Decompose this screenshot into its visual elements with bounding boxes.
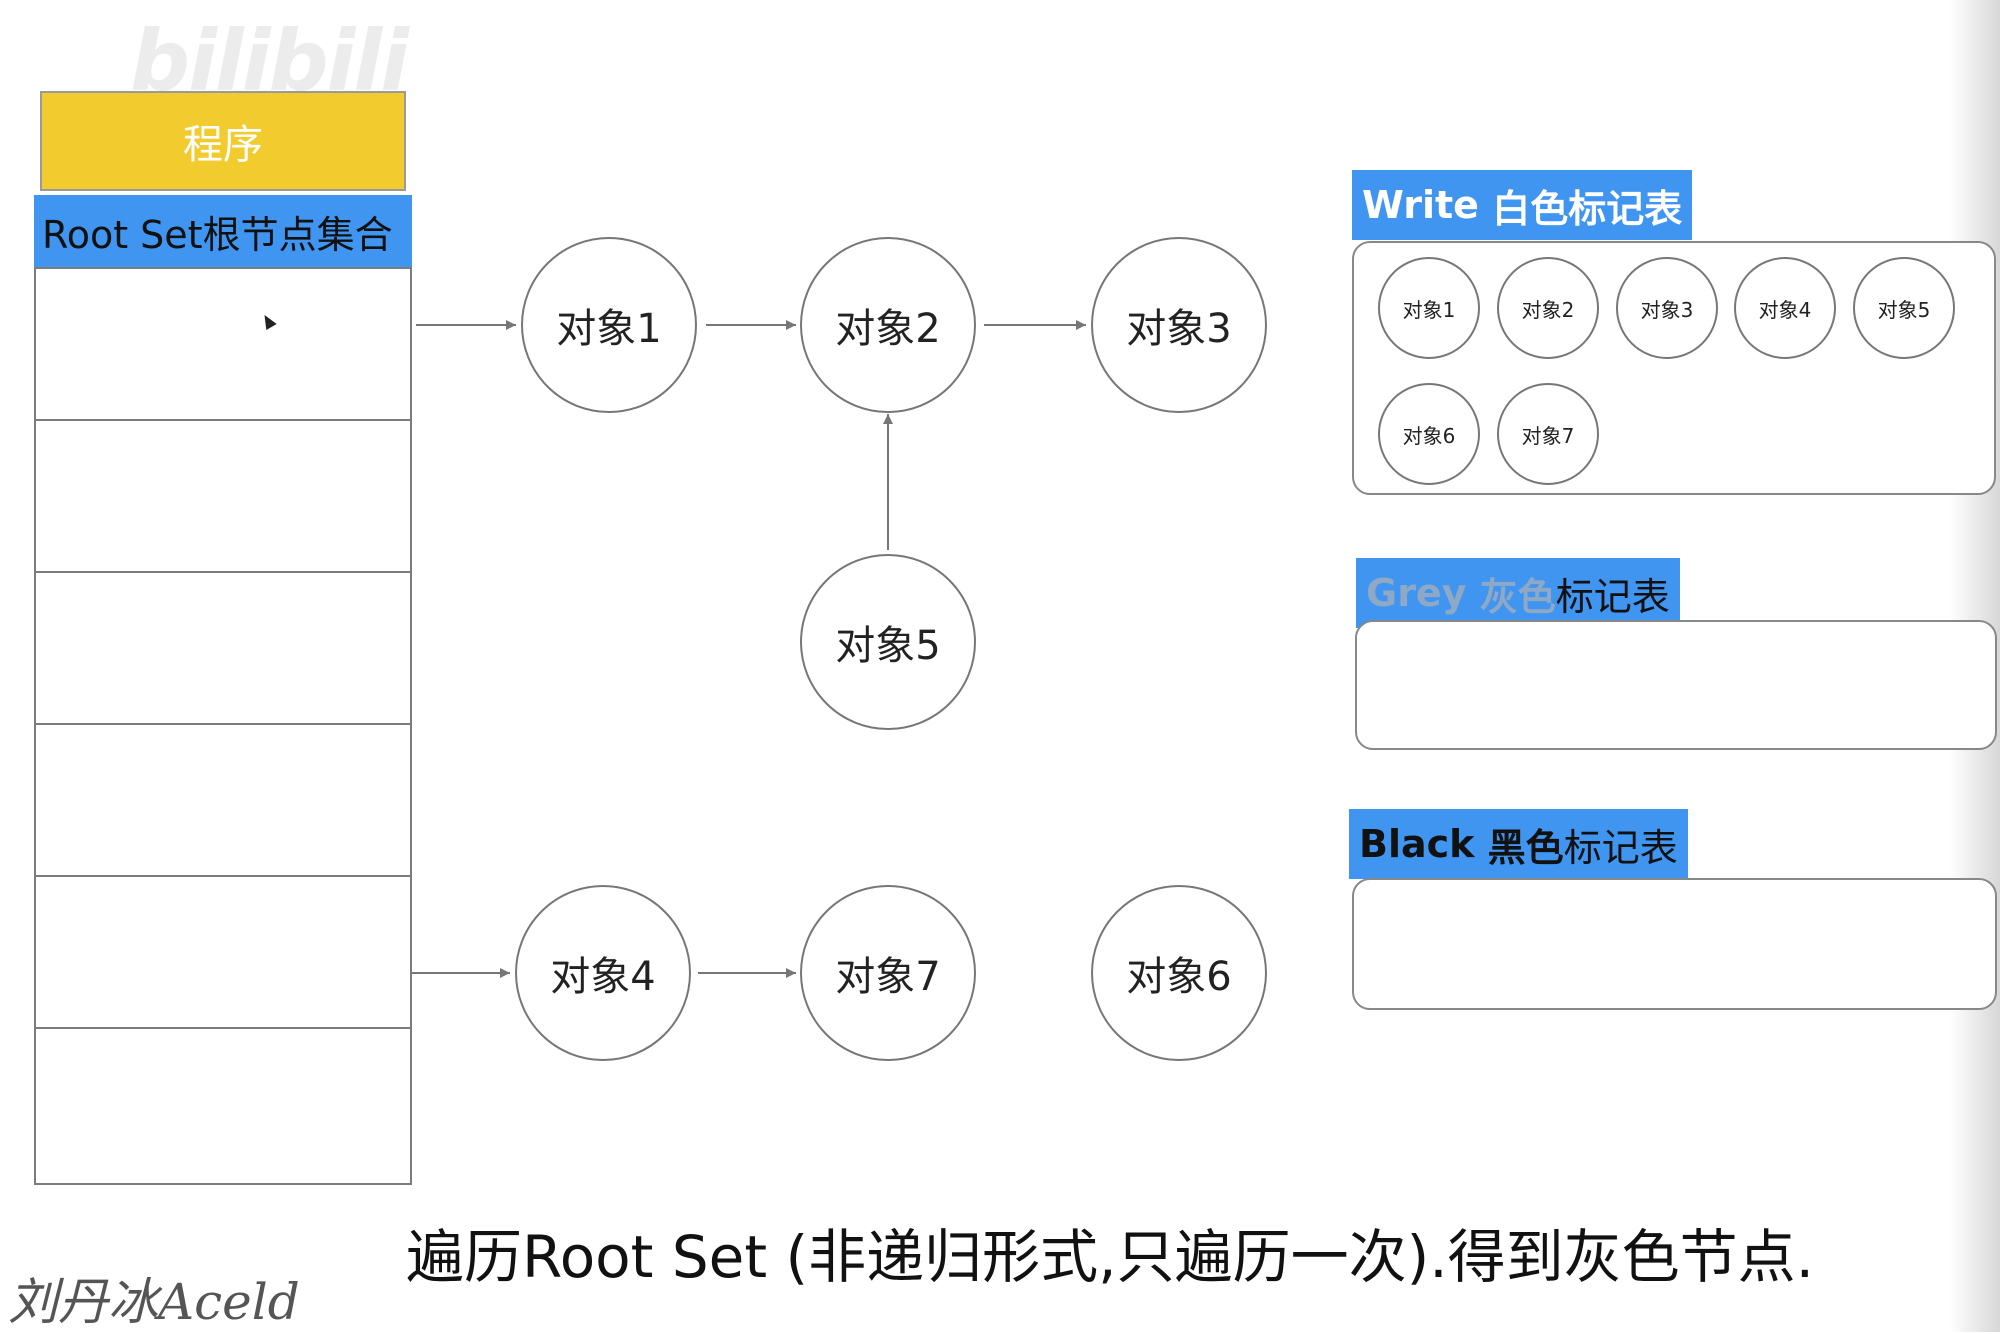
object-node-label: 对象1 [556,306,662,352]
grey-table-box [1355,620,1997,750]
slide-caption: 遍历Root Set (非递归形式,只遍历一次).得到灰色节点. [406,1223,1815,1291]
root-set-title: Root Set根节点集合 [42,212,393,257]
chip-label: 对象7 [1521,423,1575,448]
root-set-slot [36,421,410,573]
black-table-title-en: Black [1359,822,1475,866]
white-table-item: 对象6 [1378,383,1480,485]
black-table-title-cn: 标记表 [1563,825,1678,870]
object-node-6: 对象6 [1091,885,1267,1061]
object-node-2: 对象2 [800,237,976,413]
root-set-header: Root Set根节点集合 [34,195,412,267]
object-node-1: 对象1 [521,237,697,413]
object-node-7: 对象7 [800,885,976,1061]
object-node-label: 对象7 [835,954,941,1000]
chip-label: 对象1 [1402,297,1456,322]
grey-table-title: Grey 灰色标记表 [1356,558,1680,628]
white-table-box: 对象1 对象2 对象3 对象4 对象5 对象6 对象7 [1352,241,1996,495]
chip-label: 对象4 [1758,297,1812,322]
chip-label: 对象5 [1877,297,1931,322]
white-table-title-en: Write [1362,183,1479,227]
object-node-4: 对象4 [515,885,691,1061]
white-table-title-cn: 白色标记表 [1492,186,1683,231]
root-set-slot [36,573,410,725]
white-table-item: 对象1 [1378,257,1480,359]
grey-table-title-en: Grey [1366,571,1467,615]
program-box: 程序 [40,91,406,191]
object-node-label: 对象2 [835,306,941,352]
chip-label: 对象6 [1402,423,1456,448]
chip-label: 对象2 [1521,297,1575,322]
object-node-label: 对象4 [550,954,656,1000]
black-table-title-cn-bold: 黑色 [1487,825,1564,870]
object-node-3: 对象3 [1091,237,1267,413]
root-set-slot [36,725,410,877]
black-table-title: Black 黑色标记表 [1349,809,1688,879]
white-table-item: 对象7 [1497,383,1599,485]
object-node-label: 对象6 [1126,954,1232,1000]
white-table-item: 对象3 [1616,257,1718,359]
program-label: 程序 [183,122,263,168]
black-table-box [1352,878,1997,1010]
author-signature: 刘丹冰Aceld [8,1273,300,1331]
object-node-label: 对象3 [1126,306,1232,352]
root-set-slot [36,877,410,1029]
grey-table-title-cn: 标记表 [1555,574,1670,619]
chip-label: 对象3 [1640,297,1694,322]
white-table-item: 对象5 [1853,257,1955,359]
object-node-5: 对象5 [800,554,976,730]
root-set-slot [36,269,410,421]
white-table-item: 对象4 [1734,257,1836,359]
object-node-label: 对象5 [835,623,941,669]
grey-table-title-cn-dim: 灰色 [1479,574,1556,619]
root-set-table [34,267,412,1185]
white-table-title: Write 白色标记表 [1352,170,1693,240]
white-table-item: 对象2 [1497,257,1599,359]
